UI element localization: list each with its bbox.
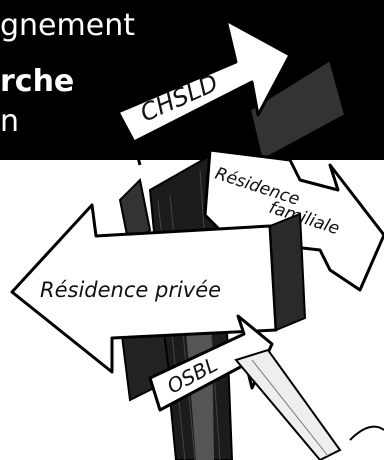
- residence-privee-label: Résidence privée: [40, 278, 221, 302]
- banner-text-line-3: n: [0, 104, 20, 139]
- lower-pole-strip: [234, 348, 384, 460]
- banner-text-line-2: rche: [0, 64, 75, 99]
- residence-privee-sign: Résidence privée: [10, 203, 307, 374]
- banner-text-line-1: gnement: [0, 8, 135, 43]
